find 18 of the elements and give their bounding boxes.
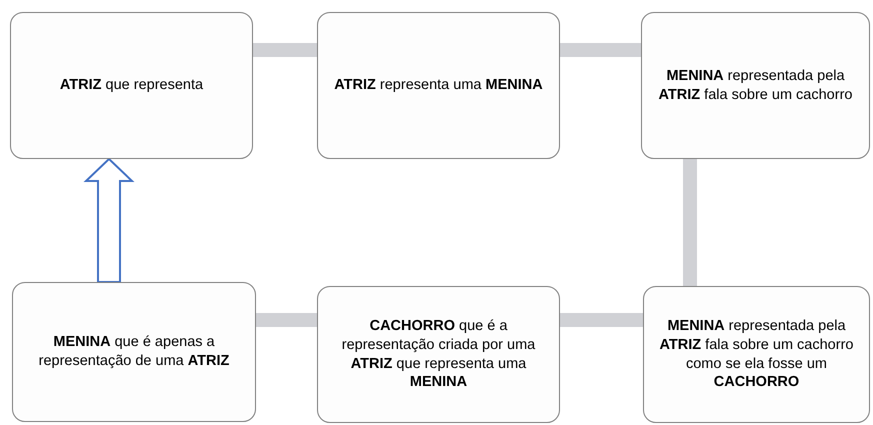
- connector-bar: [256, 313, 317, 327]
- process-box: [641, 12, 870, 159]
- connector-bar: [253, 43, 317, 57]
- process-box: [10, 12, 253, 159]
- box-text: CACHORRO que é a representação criada por uma ATRIZ que representa uma MENINA: [340, 316, 536, 392]
- box-text: MENINA que é apenas a representação de uma ATRIZ: [38, 333, 230, 371]
- process-box: [643, 286, 870, 423]
- box-text: MENINA representada pela ATRIZ fala sobre um cachorro: [658, 66, 854, 104]
- connector-bar: [683, 159, 697, 286]
- box-text: ATRIZ que representa: [60, 76, 204, 95]
- connector-bar: [560, 313, 643, 327]
- connector-bar: [560, 43, 641, 57]
- box-text: MENINA representada pela ATRIZ fala sobre um cachorro como se ela fosse um CACHORRO: [658, 316, 854, 392]
- block-arrow: [84, 158, 134, 283]
- process-box: [12, 282, 256, 422]
- process-box: [317, 12, 560, 159]
- box-text: ATRIZ representa uma MENINA: [334, 76, 543, 95]
- process-box: [317, 286, 560, 423]
